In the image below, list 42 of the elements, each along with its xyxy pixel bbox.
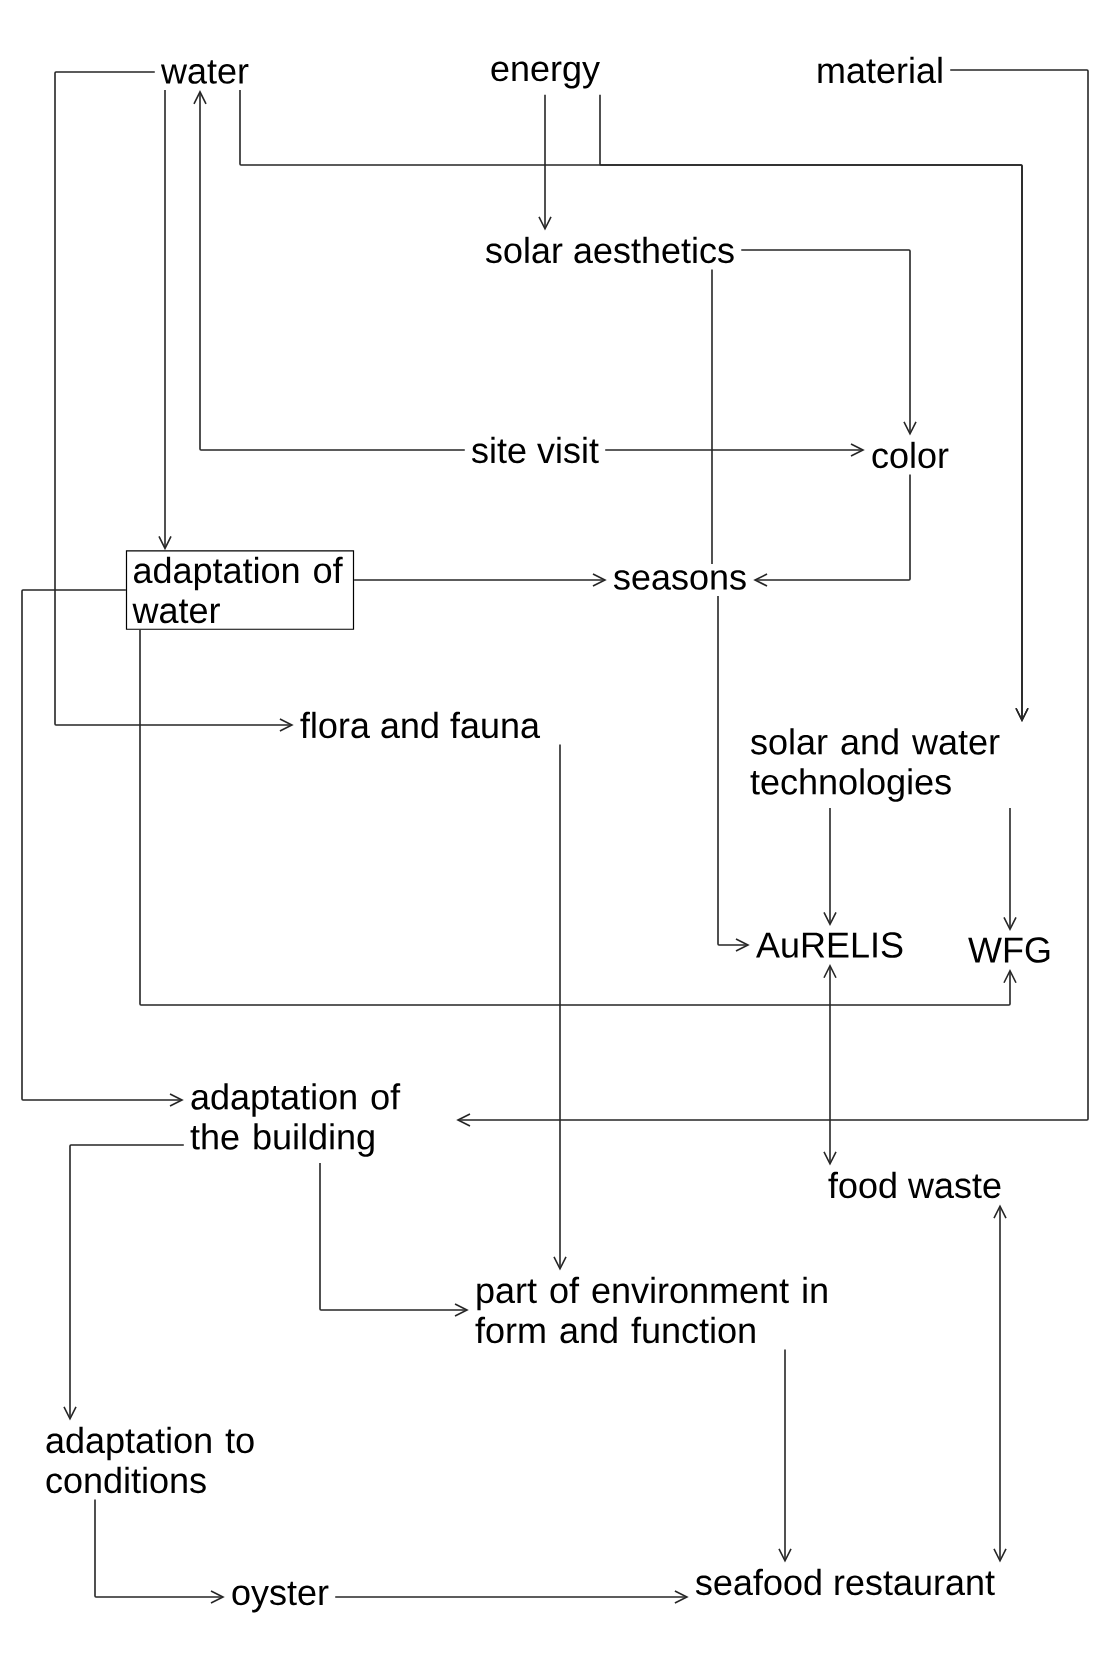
node-label: solar aesthetics	[485, 236, 734, 264]
arrow	[139, 629, 1017, 1006]
node-label: food waste	[828, 1171, 1001, 1199]
arrow	[54, 71, 294, 732]
arrow	[538, 93, 552, 231]
arrow	[158, 89, 172, 551]
node-label: energy	[491, 61, 600, 89]
node-label: adaptation to conditions	[46, 1426, 254, 1494]
node-label: seasons	[613, 570, 746, 590]
arrow	[823, 963, 837, 1166]
node-label: AuRELIS	[756, 932, 903, 958]
arrow	[717, 595, 750, 952]
arrow	[599, 93, 1029, 723]
arrow	[993, 1204, 1007, 1563]
arrow	[604, 443, 865, 457]
arrow	[334, 1590, 689, 1604]
node-label: water	[160, 60, 249, 84]
node-label: oyster	[232, 1581, 329, 1613]
text-box: adaptation of water	[125, 550, 355, 630]
node-label: adaptation of the building	[190, 1083, 401, 1157]
arrow	[753, 473, 911, 587]
arrow	[63, 1144, 185, 1421]
node-label: color	[872, 441, 949, 469]
arrow	[193, 90, 466, 451]
arrow	[456, 69, 1089, 1127]
arrow	[740, 249, 917, 436]
node-label: site visit	[472, 436, 599, 464]
node-label: flora and fauna	[300, 711, 540, 739]
arrow	[353, 573, 607, 587]
arrow	[21, 589, 184, 1107]
arrow	[778, 1348, 792, 1563]
node-label: WFG	[968, 937, 1050, 963]
arrow	[553, 743, 567, 1271]
arrow	[94, 1498, 225, 1604]
node-label: seafood restaurant	[695, 1568, 995, 1596]
arrow	[319, 1162, 469, 1317]
arrow	[1003, 807, 1017, 932]
connector-line	[711, 268, 713, 565]
node-label: part of environment in form and function	[475, 1276, 827, 1344]
node-label: material	[818, 56, 942, 84]
node-label: solar and water technologies	[750, 728, 1000, 802]
arrow	[823, 807, 837, 927]
